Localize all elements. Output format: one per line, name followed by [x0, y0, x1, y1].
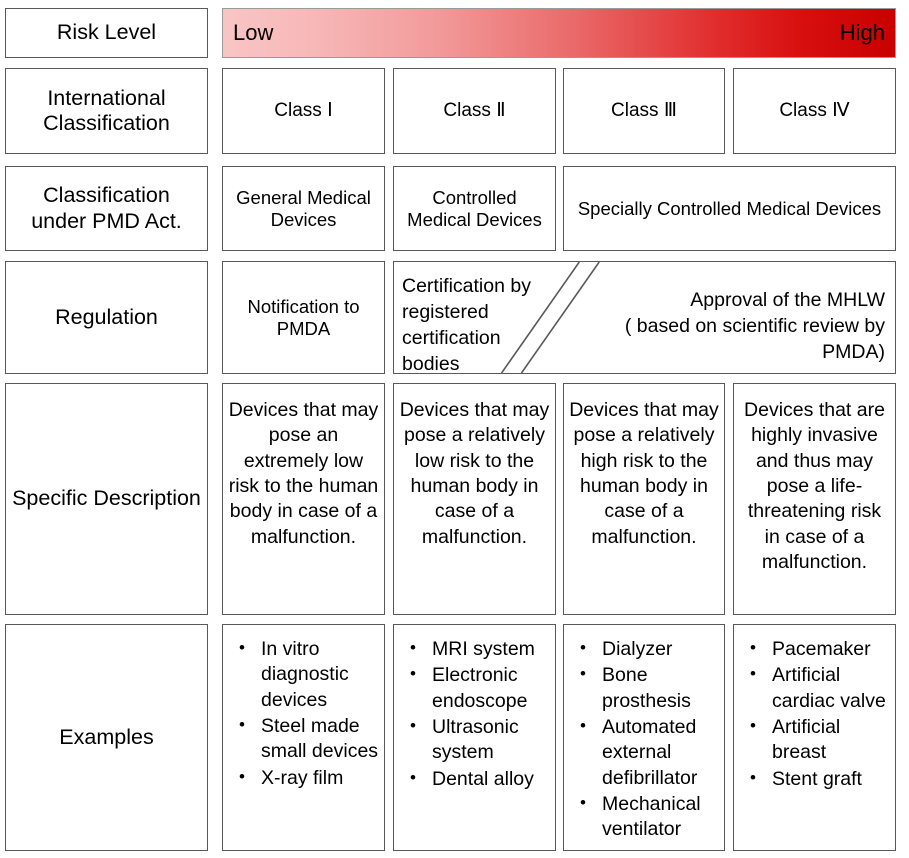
row-label-regulation: Regulation — [5, 261, 208, 374]
class-4-label: Class Ⅳ — [779, 99, 850, 121]
class-3-specific-description: Devices that may pose a relatively high … — [563, 383, 725, 615]
class-1-examples-list: In vitro diagnostic devicesSteel made sm… — [231, 637, 380, 792]
class-1-international-classification: Class Ⅰ — [222, 68, 385, 154]
row-label-pmd-classification: Classification under PMD Act. — [5, 166, 208, 251]
row-label-pmd-classification-line2: under PMD Act. — [31, 208, 182, 233]
class-2-3-4-regulation-split-cell: Certification by registered certificatio… — [393, 261, 896, 374]
class-2-specific-description: Devices that may pose a relatively low r… — [393, 383, 556, 615]
class-1-specific-description-text: Devices that may pose an extremely low r… — [228, 399, 379, 548]
class-1-pmd-classification: General Medical Devices — [222, 166, 385, 251]
class-1-examples: In vitro diagnostic devicesSteel made sm… — [222, 624, 385, 851]
list-item: In vitro diagnostic devices — [239, 637, 380, 713]
class-2-examples-list: MRI systemElectronic endoscopeUltrasonic… — [402, 637, 551, 793]
class-3-examples-list: DialyzerBone prosthesisAutomated externa… — [572, 637, 720, 844]
class-4-examples-list: PacemakerArtificial cardiac valveArtific… — [742, 637, 891, 793]
row-label-risk-level: Risk Level — [5, 8, 208, 58]
risk-scale-low-label: Low — [233, 20, 274, 45]
list-item: Electronic endoscope — [410, 663, 551, 714]
class-3-specific-description-text: Devices that may pose a relatively high … — [569, 399, 719, 548]
row-label-regulation-text: Regulation — [55, 304, 158, 329]
list-item: Stent graft — [750, 767, 891, 792]
class-3-4-pmd-classification-text: Specially Controlled Medical Devices — [577, 197, 882, 219]
regulation-text-line: Approval of the MHLW — [690, 289, 885, 311]
risk-gradient-bar: Low High — [222, 8, 896, 58]
class-2-label: Class Ⅱ — [443, 99, 506, 121]
risk-scale-high-label: High — [839, 20, 885, 45]
list-item: X-ray film — [239, 766, 380, 791]
class-1-pmd-classification-text: General Medical Devices — [236, 186, 371, 230]
class-2-examples: MRI systemElectronic endoscopeUltrasonic… — [393, 624, 556, 851]
class-1-specific-description: Devices that may pose an extremely low r… — [222, 383, 385, 615]
class-2-pmd-classification-text: Controlled Medical Devices — [407, 186, 542, 230]
row-label-specific-description: Specific Description — [5, 383, 208, 615]
list-item: Dental alloy — [410, 767, 551, 792]
class-3-4-regulation-text: Approval of the MHLW ( based on scientifi… — [565, 288, 885, 366]
class-1-label: Class Ⅰ — [274, 99, 333, 121]
class-2-regulation-text: Certification by registered certificatio… — [402, 275, 531, 374]
list-item: Ultrasonic system — [410, 715, 551, 766]
class-2-specific-description-text: Devices that may pose a relatively low r… — [399, 399, 550, 548]
list-item: Pacemaker — [750, 637, 891, 662]
row-label-international-classification-line1: International — [47, 85, 166, 110]
class-2-international-classification: Class Ⅱ — [393, 68, 556, 154]
row-label-risk-level-text: Risk Level — [56, 20, 157, 45]
class-3-label: Class Ⅲ — [611, 99, 677, 121]
class-4-international-classification: Class Ⅳ — [733, 68, 896, 154]
class-3-examples: DialyzerBone prosthesisAutomated externa… — [563, 624, 725, 851]
class-1-regulation-text: Notification to PMDA — [247, 295, 360, 339]
list-item: Artificial cardiac valve — [750, 663, 891, 714]
class-1-regulation: Notification to PMDA — [222, 261, 385, 374]
list-item: Mechanical ventilator — [580, 792, 720, 843]
list-item: Steel made small devices — [239, 714, 380, 765]
class-2-pmd-classification: Controlled Medical Devices — [393, 166, 556, 251]
class-3-4-pmd-classification: Specially Controlled Medical Devices — [563, 166, 896, 251]
class-3-international-classification: Class Ⅲ — [563, 68, 725, 154]
class-4-specific-description: Devices that are highly invasive and thu… — [733, 383, 896, 615]
row-label-international-classification: International Classification — [5, 68, 208, 154]
regulation-text-line: ( based on scientific review by PMDA) — [624, 314, 885, 363]
row-label-examples: Examples — [5, 624, 208, 851]
list-item: MRI system — [410, 637, 551, 662]
row-label-international-classification-line2: Classification — [43, 111, 170, 135]
list-item: Artificial breast — [750, 715, 891, 766]
list-item: Dialyzer — [580, 637, 720, 662]
class-4-examples: PacemakerArtificial cardiac valveArtific… — [733, 624, 896, 851]
row-label-specific-description-text: Specific Description — [12, 486, 201, 511]
class-4-specific-description-text: Devices that are highly invasive and thu… — [744, 399, 885, 574]
row-label-pmd-classification-line1: Classification — [43, 183, 170, 208]
list-item: Automated external defibrillator — [580, 715, 720, 791]
list-item: Bone prosthesis — [580, 663, 720, 714]
row-label-examples-text: Examples — [59, 724, 154, 749]
